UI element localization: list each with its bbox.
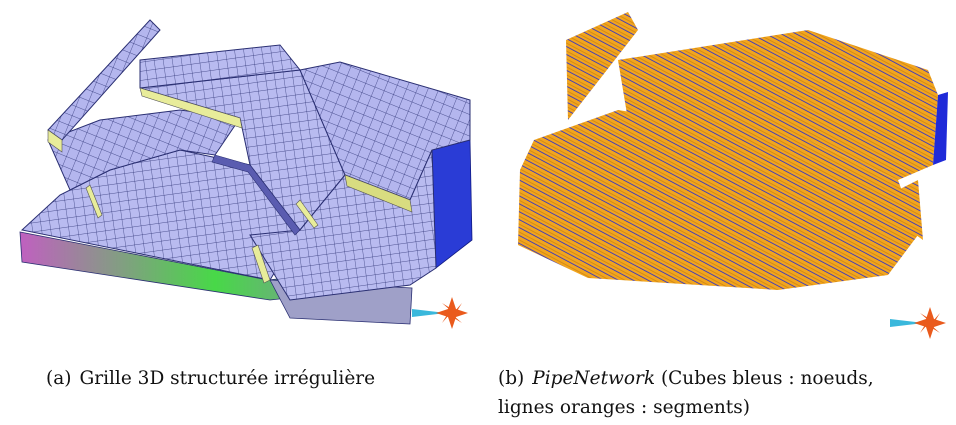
grid-block [249,149,437,301]
figure-b-label: (b) [498,368,525,389]
figure-a-image [0,0,478,345]
fault-face [251,244,271,284]
fault-face [295,199,319,229]
figure-b-caption-line1: (b) PipeNetwork (Cubes bleus : noeuds, [498,364,938,393]
figure-b-caption-rest: (Cubes bleus : noeuds, [660,368,874,389]
compass-icon [890,307,946,339]
structured-grid-figure [19,19,473,329]
fault-face [211,154,301,236]
figure-a-label: (a) [46,368,72,389]
fault-face [344,174,413,213]
pipe-network-block [518,110,918,290]
figure-b-image [478,0,956,345]
pipe-network-block [878,180,923,240]
fault-face [139,87,243,129]
figure-b-caption: (b) PipeNetwork (Cubes bleus : noeuds, li… [498,364,938,422]
figure-a-caption: (a) Grille 3D structurée irrégulière [46,364,446,393]
figure-b-caption-line2: lignes oranges : segments) [498,397,750,418]
pipe-network-block [566,12,638,120]
fault-face [85,184,103,219]
figure-b-caption-italic: PipeNetwork [532,368,656,389]
fault-face [47,129,63,153]
grid-block [139,44,301,89]
figure-a-caption-text: Grille 3D structurée irrégulière [79,368,376,389]
pipenetwork-figure [518,12,948,339]
pipe-network-edge [933,92,948,165]
grid-side-wall [431,139,473,269]
compass-icon [412,297,468,329]
pipe-network-block [618,30,938,180]
